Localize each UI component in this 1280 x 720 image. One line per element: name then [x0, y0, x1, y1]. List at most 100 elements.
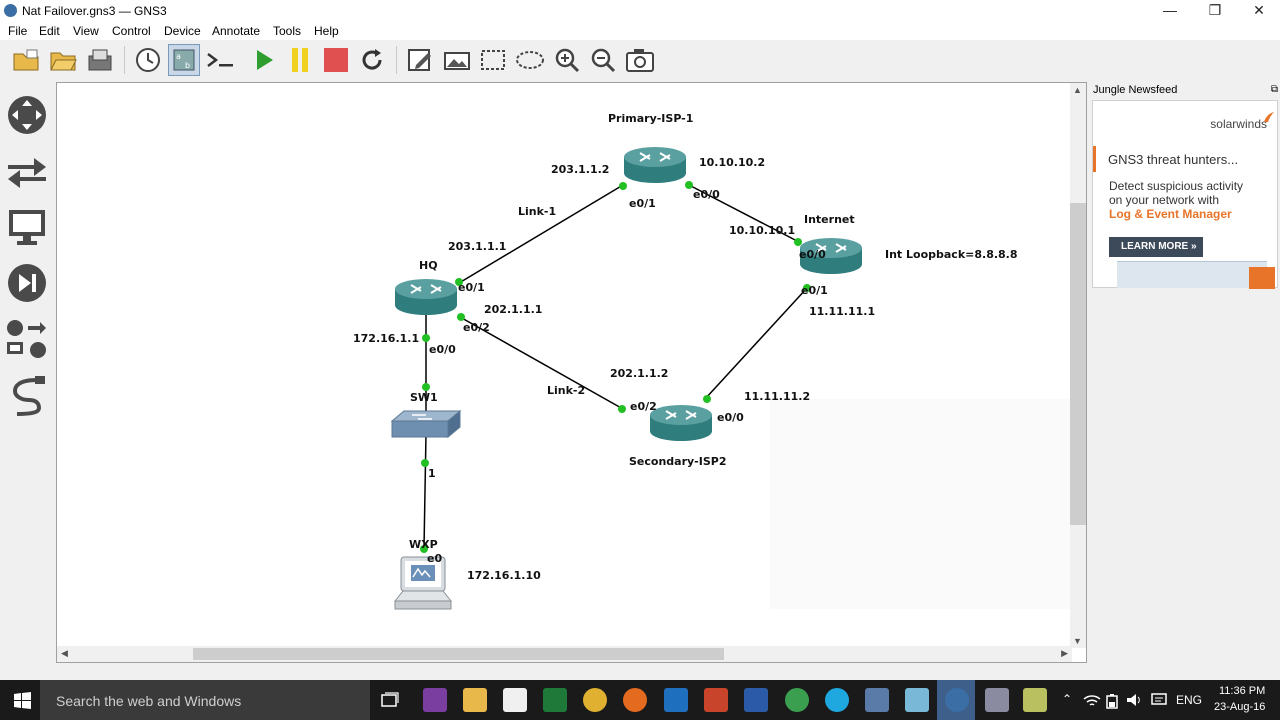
all-devices-icon[interactable] — [6, 318, 48, 360]
console-icon[interactable] — [205, 44, 237, 76]
draw-ellipse-icon[interactable] — [514, 44, 546, 76]
reload-icon[interactable] — [356, 44, 388, 76]
link-status-dot — [420, 545, 428, 553]
app-taskbar-icon[interactable] — [1023, 688, 1047, 712]
minimize-button[interactable]: — — [1163, 2, 1177, 18]
virtualbox-app-icon[interactable] — [865, 688, 889, 712]
store-app-icon[interactable] — [503, 688, 527, 712]
taskbar-search-box[interactable]: Search the web and Windows — [40, 680, 370, 720]
task-view-icon[interactable] — [381, 692, 399, 708]
zoom-in-icon[interactable] — [551, 44, 583, 76]
node-label-hq: HQ — [419, 259, 438, 272]
toolbar-separator — [124, 46, 125, 74]
newsfeed-title: Jungle Newsfeed — [1093, 84, 1178, 96]
menu-edit[interactable]: Edit — [39, 24, 60, 38]
add-note-icon[interactable] — [404, 44, 436, 76]
clock-date[interactable]: 23-Aug-16 — [1214, 701, 1266, 713]
draw-rectangle-icon[interactable] — [477, 44, 509, 76]
ip-label: 11.11.11.1 — [809, 305, 876, 318]
ad-body-line: Detect suspicious activity — [1109, 179, 1244, 193]
routers-icon[interactable] — [6, 94, 48, 136]
app-taskbar-icon[interactable] — [985, 688, 1009, 712]
scroll-right-arrow-icon[interactable]: ▶ — [1061, 648, 1068, 658]
menu-view[interactable]: View — [73, 24, 99, 38]
horizontal-scrollbar[interactable]: ◀ ▶ — [57, 646, 1072, 662]
router-internet[interactable] — [800, 238, 862, 274]
close-button[interactable]: ✕ — [1253, 2, 1265, 18]
language-indicator[interactable]: ENG — [1176, 693, 1203, 707]
window-title: Nat Failover.gns3 — GNS3 — [22, 4, 167, 18]
utorrent-app-icon[interactable] — [785, 688, 809, 712]
powerpoint-app-icon[interactable] — [704, 688, 728, 712]
link-line[interactable] — [458, 184, 624, 284]
gns3-taskbar-icon[interactable] — [945, 688, 969, 712]
battery-icon[interactable] — [1106, 693, 1118, 709]
save-project-icon[interactable] — [84, 44, 116, 76]
wifi-icon[interactable] — [1083, 694, 1101, 708]
suspend-all-pause-icon[interactable] — [284, 44, 316, 76]
menu-device[interactable]: Device — [164, 24, 201, 38]
open-folder-icon[interactable] — [47, 44, 79, 76]
router-primary-isp-1[interactable] — [624, 147, 686, 183]
vertical-scroll-thumb[interactable] — [1070, 203, 1086, 525]
solarwinds-ad[interactable]: solarwinds GNS3 threat hunters... Detect… — [1092, 100, 1278, 289]
gns3-app-icon — [4, 4, 17, 17]
node-label-primary-isp-1: Primary-ISP-1 — [608, 112, 694, 125]
switches-icon[interactable] — [6, 150, 48, 192]
insert-picture-icon[interactable] — [441, 44, 473, 76]
router-secondary-isp2[interactable] — [650, 405, 712, 441]
horizontal-scroll-thumb[interactable] — [193, 648, 724, 660]
clock-icon[interactable] — [132, 44, 164, 76]
scroll-up-arrow-icon[interactable]: ▲ — [1073, 85, 1082, 95]
action-center-icon[interactable] — [1151, 693, 1167, 707]
link-line[interactable] — [688, 184, 800, 243]
clock-time[interactable]: 11:36 PM — [1219, 685, 1266, 697]
menu-control[interactable]: Control — [112, 24, 151, 38]
menu-file[interactable]: File — [8, 24, 28, 38]
windows-start-icon[interactable] — [14, 692, 31, 709]
show-hidden-icons-chevron-icon[interactable]: ⌃ — [1062, 692, 1073, 706]
learn-more-button[interactable]: LEARN MORE » — [1109, 237, 1203, 257]
start-all-play-icon[interactable] — [248, 44, 280, 76]
chrome-browser-icon[interactable] — [583, 688, 607, 712]
screenshot-camera-icon[interactable] — [624, 44, 656, 76]
pc-wxp[interactable] — [393, 556, 453, 610]
undock-icon[interactable]: ⧉ — [1270, 84, 1278, 95]
volume-icon[interactable] — [1126, 693, 1142, 707]
interface-label: e0 — [427, 552, 443, 565]
onenote-app-icon[interactable] — [423, 688, 447, 712]
excel-app-icon[interactable] — [543, 688, 567, 712]
outlook-app-icon[interactable] — [664, 688, 688, 712]
scroll-left-arrow-icon[interactable]: ◀ — [61, 648, 68, 658]
firefox-browser-icon[interactable] — [623, 688, 647, 712]
link-line[interactable] — [423, 433, 427, 549]
end-devices-icon[interactable] — [6, 206, 48, 248]
link-line[interactable] — [459, 316, 624, 410]
link-status-dot — [455, 278, 463, 286]
security-devices-icon[interactable] — [6, 262, 48, 304]
menu-tools[interactable]: Tools — [273, 24, 302, 38]
interface-label: e0/0 — [799, 248, 826, 261]
word-app-icon[interactable] — [744, 688, 768, 712]
app-taskbar-icon[interactable] — [905, 688, 929, 712]
link-line[interactable] — [704, 287, 808, 400]
link-status-dot — [703, 395, 711, 403]
loopback-note: Int Loopback=8.8.8.8 — [885, 248, 1018, 261]
zoom-out-icon[interactable] — [587, 44, 619, 76]
stop-all-icon[interactable] — [320, 44, 352, 76]
interface-label: e0/1 — [629, 197, 656, 210]
router-hq[interactable] — [395, 279, 457, 315]
new-project-icon[interactable] — [10, 44, 42, 76]
add-link-cable-icon[interactable] — [6, 374, 48, 416]
topology-canvas[interactable]: Primary-ISP-1 203.1.1.2 10.10.10.2 e0/1 … — [56, 82, 1087, 663]
vertical-scrollbar[interactable]: ▲ ▼ — [1070, 83, 1086, 648]
menu-annotate[interactable]: Annotate — [212, 24, 261, 38]
switch-sw1[interactable] — [390, 409, 462, 439]
file-explorer-icon[interactable] — [463, 688, 487, 712]
scroll-down-arrow-icon[interactable]: ▼ — [1073, 636, 1082, 646]
maximize-button[interactable]: ❐ — [1208, 2, 1222, 18]
menu-help[interactable]: Help — [314, 24, 339, 38]
skype-app-icon[interactable] — [825, 688, 849, 712]
